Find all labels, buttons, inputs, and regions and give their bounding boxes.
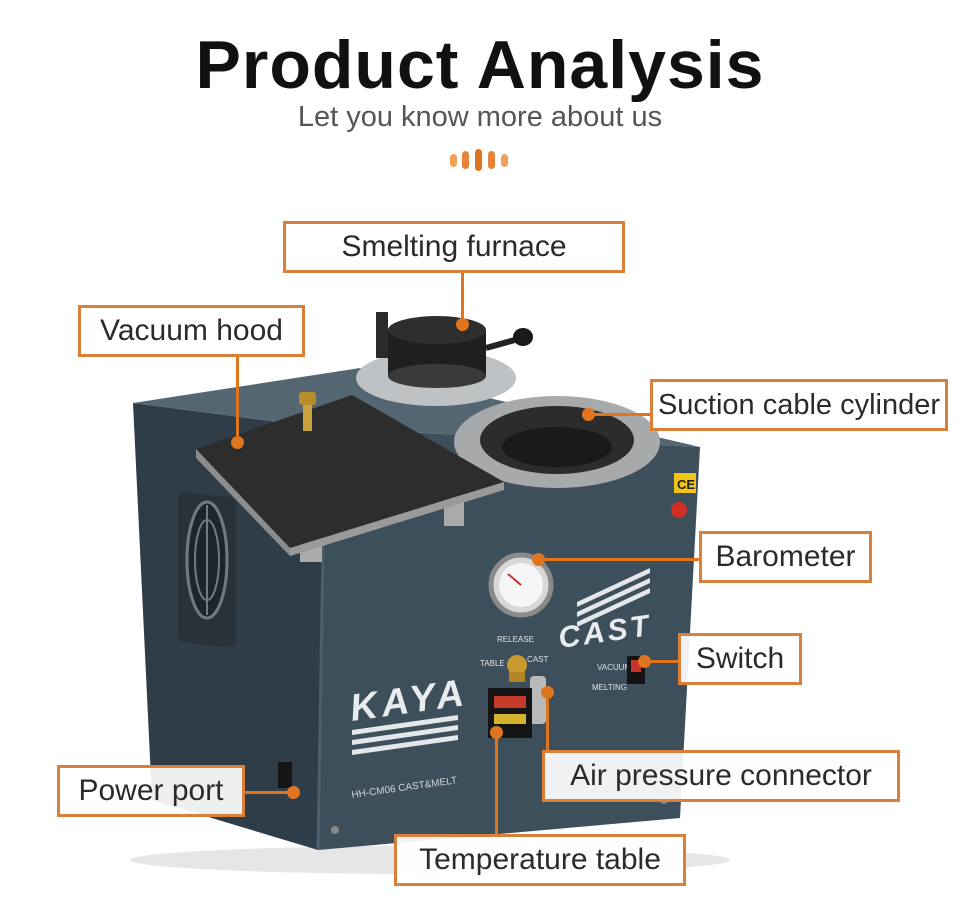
cooling-fan-icon: [178, 492, 236, 648]
valve-label-release: RELEASE: [497, 635, 534, 644]
marker-power-port: [287, 786, 300, 799]
connector-smelting-furnace: [461, 272, 464, 324]
marker-vacuum-hood: [231, 436, 244, 449]
connector-power-port: [245, 791, 293, 794]
callout-suction-cable-cylinder: Suction cable cylinder: [650, 379, 948, 431]
decorative-bars-icon: [450, 149, 512, 171]
callout-air-pressure-connector: Air pressure connector: [542, 750, 900, 802]
connector-barometer: [538, 558, 700, 561]
callout-power-port: Power port: [57, 765, 245, 817]
callout-smelting-furnace: Smelting furnace: [283, 221, 625, 273]
ce-mark: CE: [677, 477, 695, 492]
callout-barometer: Barometer: [699, 531, 872, 583]
page-title: Product Analysis: [195, 27, 765, 103]
marker-smelting-furnace: [456, 318, 469, 331]
marker-barometer: [532, 553, 545, 566]
marker-switch: [638, 655, 651, 668]
marker-air-pressure-connector: [541, 686, 554, 699]
callout-switch: Switch: [678, 633, 802, 685]
page-subtitle: Let you know more about us: [297, 101, 663, 133]
callout-temperature-table: Temperature table: [394, 834, 686, 886]
marker-suction-cable-cylinder: [582, 408, 595, 421]
connector-vacuum-hood: [236, 355, 239, 441]
connector-suction-cable-cylinder: [589, 413, 650, 416]
marker-temperature-table: [490, 726, 503, 739]
callout-vacuum-hood: Vacuum hood: [78, 305, 305, 357]
switch-label-vacuum: VACUUM: [597, 663, 631, 672]
switch-label-melting: MELTING: [592, 683, 627, 692]
valve-label-cast: CAST: [527, 655, 548, 664]
connector-switch: [646, 660, 678, 663]
connector-air-pressure-connector: [546, 693, 549, 757]
connector-temperature-table: [495, 732, 498, 836]
valve-label-table: TABLE: [480, 659, 505, 668]
